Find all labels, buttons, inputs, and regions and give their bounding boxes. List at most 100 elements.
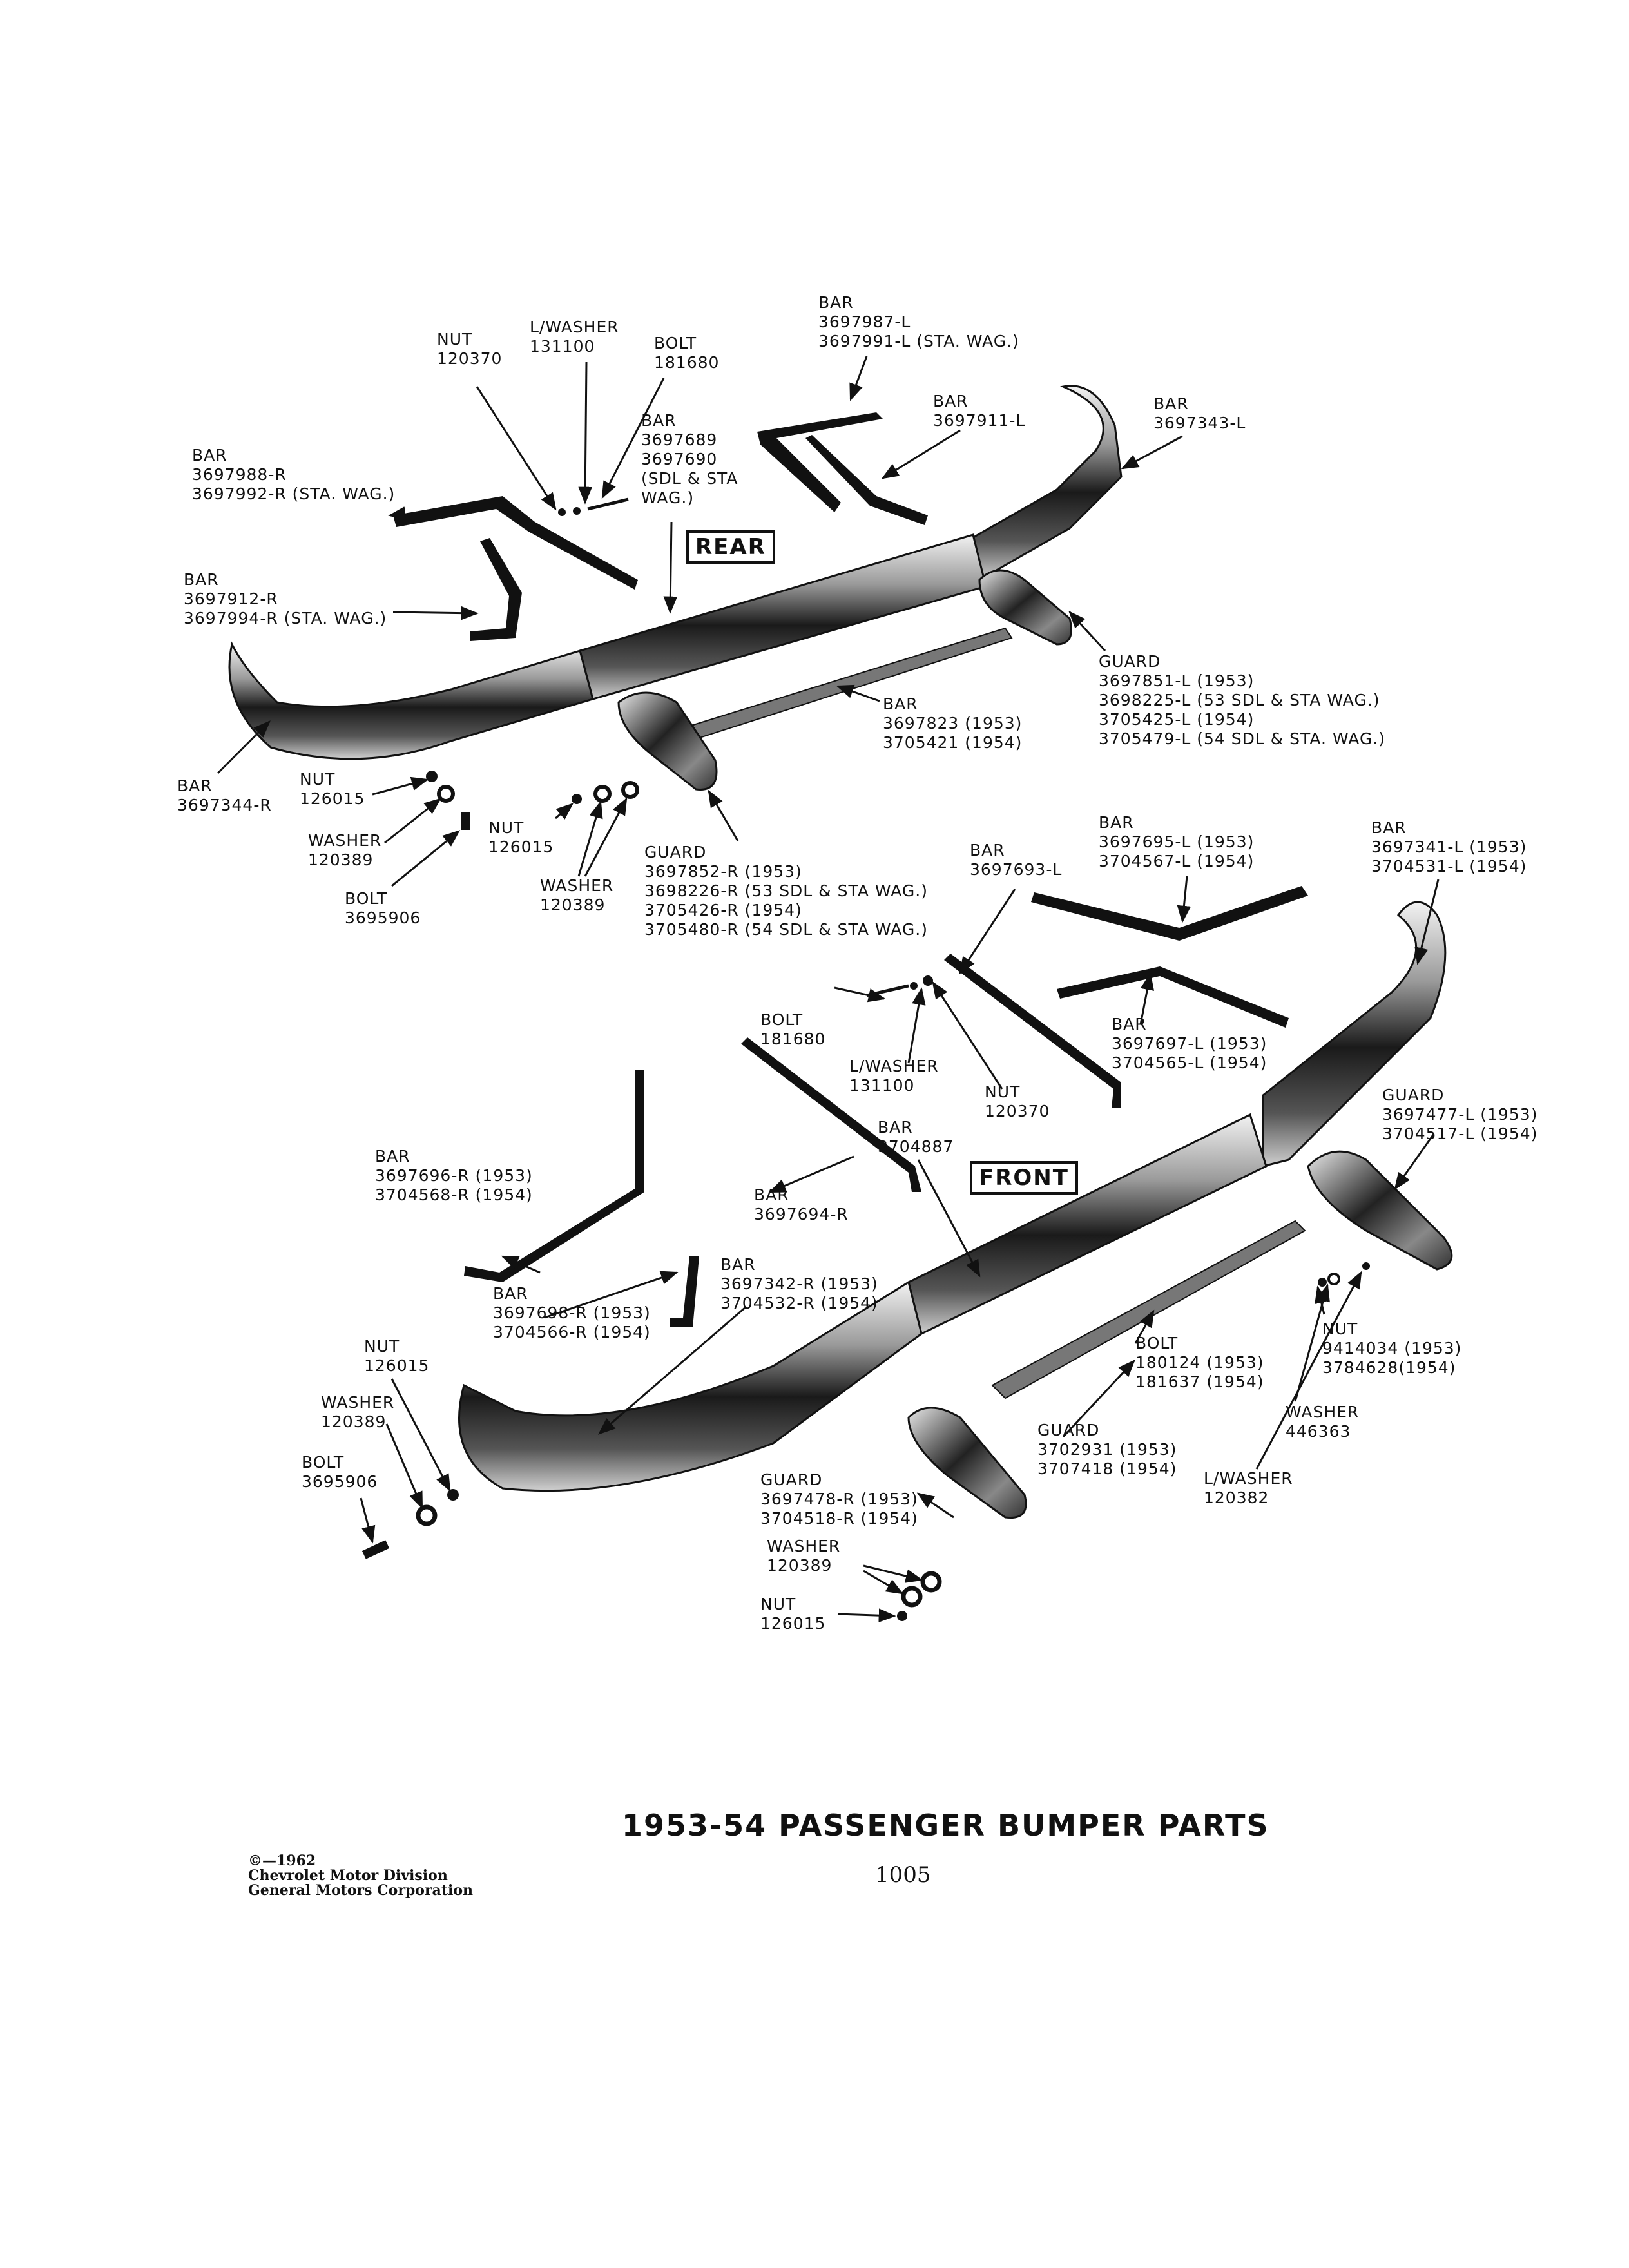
part-label-line: WASHER: [321, 1393, 395, 1412]
part-label-line: BOLT: [345, 889, 388, 908]
part-label-line: 3784628(1954): [1322, 1358, 1456, 1377]
part-label-line: 120370: [985, 1102, 1050, 1120]
part-label-line: BOLT: [1135, 1334, 1179, 1352]
part-label-line: 3697987-L: [818, 312, 911, 331]
rear-brace-upper-right: [393, 496, 638, 590]
part-label-line: 446363: [1286, 1422, 1351, 1441]
part-label-line: 120389: [767, 1556, 833, 1575]
part-label-line: GUARD: [760, 1470, 823, 1489]
rear-brace-lower-right: [470, 538, 522, 641]
part-label-line: BAR: [970, 841, 1005, 860]
part-label-line: 3704568-R (1954): [375, 1186, 533, 1204]
part-label-line: 3705426-R (1954): [644, 901, 802, 919]
part-label-line: BAR: [641, 411, 677, 430]
part-label-line: 3704517-L (1954): [1382, 1124, 1538, 1143]
front-brace-inner-right: [670, 1256, 699, 1327]
part-label-line: BAR: [818, 293, 854, 312]
part-label-line: BAR: [192, 446, 227, 465]
copyright-line: General Motors Corporation: [248, 1882, 474, 1899]
part-label-line: 3695906: [345, 908, 421, 927]
front-guard-right: [907, 1407, 1027, 1519]
part-label-line: 3704567-L (1954): [1099, 852, 1255, 870]
part-label-line: WASHER: [1286, 1403, 1360, 1421]
part-label-line: 3697694-R: [754, 1205, 849, 1224]
part-label-line: BAR: [177, 776, 213, 795]
part-label-line: BAR: [883, 695, 918, 713]
part-label-line: 3697992-R (STA. WAG.): [192, 485, 396, 503]
copyright-line: Chevrolet Motor Division: [248, 1867, 448, 1884]
rear-bumper-center: [579, 533, 987, 700]
part-label-line: BAR: [754, 1186, 789, 1204]
rear-view-label: REAR: [686, 530, 775, 564]
part-label-line: BAR: [184, 570, 219, 589]
part-label-line: 3704532-R (1954): [720, 1294, 878, 1312]
part-label-line: WASHER: [308, 831, 382, 850]
part-label-line: 126015: [300, 789, 365, 808]
part-label-line: 3697693-L: [970, 860, 1063, 879]
part-label-line: 3702931 (1953): [1037, 1440, 1177, 1459]
part-label-line: BAR: [1112, 1015, 1147, 1033]
part-label-line: 3697911-L: [933, 411, 1026, 430]
part-label-line: 3697695-L (1953): [1099, 832, 1255, 851]
part-label-line: NUT: [1322, 1320, 1358, 1338]
part-label-line: 120389: [308, 850, 374, 869]
part-label-line: 3697988-R: [192, 465, 287, 484]
part-label-line: 3705480-R (54 SDL & STA WAG.): [644, 920, 928, 939]
part-label-line: GUARD: [1382, 1086, 1445, 1104]
part-label-line: 9414034 (1953): [1322, 1339, 1462, 1358]
part-label-line: BOLT: [654, 334, 697, 352]
copyright-notice: ©—1962 Chevrolet Motor Division General …: [248, 1854, 473, 1898]
part-label-line: BOLT: [302, 1453, 345, 1472]
front-brace-outer-right: [464, 1070, 644, 1282]
part-label-line: 181680: [654, 353, 720, 372]
part-label-line: 126015: [488, 838, 554, 856]
part-label-line: 3697991-L (STA. WAG.): [818, 332, 1019, 351]
part-label-line: 131100: [530, 337, 595, 356]
part-label-line: NUT: [437, 330, 473, 349]
part-label-line: 3704565-L (1954): [1112, 1053, 1268, 1072]
part-label-line: 3704566-R (1954): [493, 1323, 651, 1341]
rear-bumper-assembly: [228, 385, 1123, 830]
front-brace-lower-left: [1057, 966, 1289, 1028]
part-label-line: 3705425-L (1954): [1099, 710, 1255, 729]
part-label-line: NUT: [364, 1337, 400, 1356]
front-brace-center-left: [944, 954, 1121, 1108]
part-label-line: L/WASHER: [1204, 1469, 1293, 1488]
part-label-line: GUARD: [1037, 1421, 1100, 1439]
part-label-line: NUT: [760, 1595, 796, 1613]
copyright-line: ©—1962: [248, 1852, 316, 1869]
part-label-line: 3697478-R (1953): [760, 1490, 918, 1508]
part-label-line: GUARD: [1099, 652, 1161, 671]
rear-bumper-bar-left: [965, 385, 1123, 582]
part-label-line: 3697698-R (1953): [493, 1303, 651, 1322]
part-label-line: NUT: [300, 770, 336, 789]
part-label-line: 3697344-R: [177, 796, 272, 814]
part-label-line: 3707418 (1954): [1037, 1459, 1177, 1478]
front-brace-center-right: [741, 1037, 921, 1192]
front-filler-bar: [991, 1220, 1306, 1399]
part-label-line: 120382: [1204, 1488, 1269, 1507]
part-label-line: 3698226-R (53 SDL & STA WAG.): [644, 881, 928, 900]
part-label-line: 181680: [760, 1030, 826, 1048]
part-label-line: 3697690: [641, 450, 718, 468]
